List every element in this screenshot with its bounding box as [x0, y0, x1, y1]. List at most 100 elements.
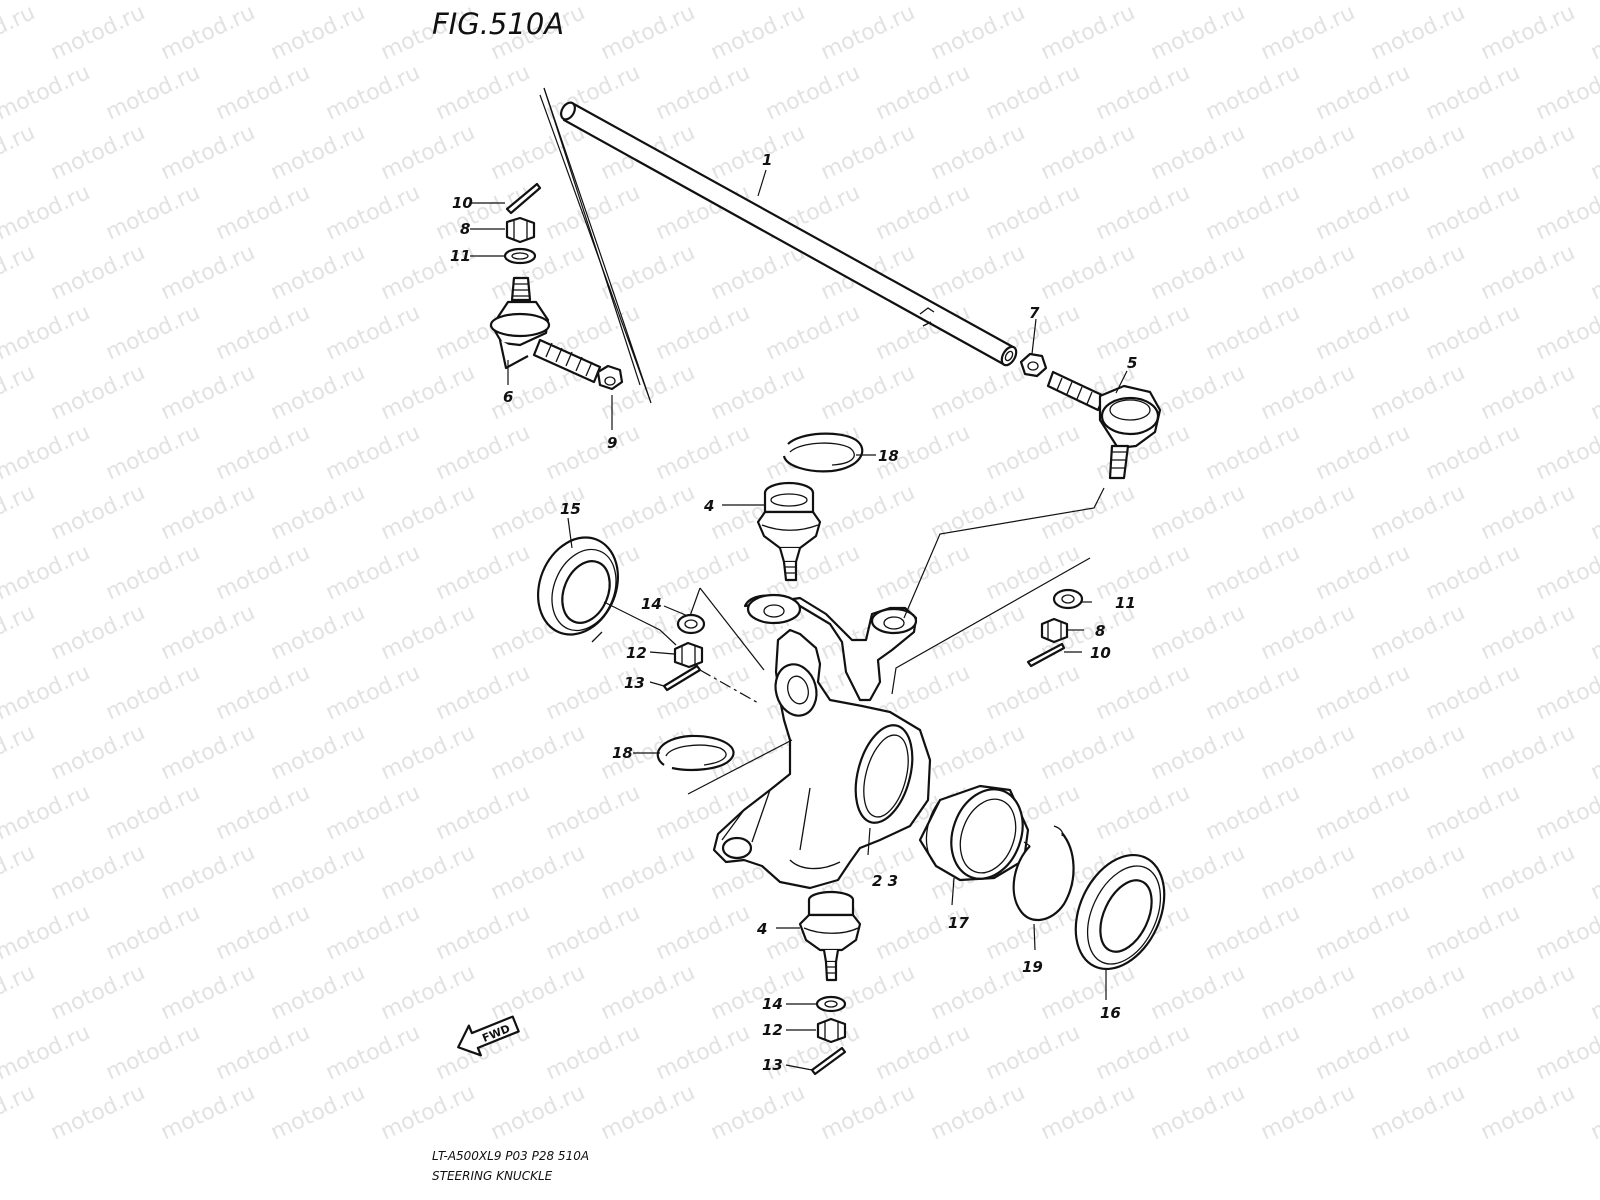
callout-19: 19	[1022, 958, 1043, 976]
watermark-text: motod.ru	[597, 0, 699, 65]
watermark-text: motod.ru	[432, 660, 534, 725]
watermark-text: motod.ru	[1367, 0, 1469, 65]
circlip-19	[1012, 832, 1075, 921]
watermark-text: motod.ru	[212, 420, 314, 485]
snap-ring-18	[656, 734, 735, 771]
watermark-text: motod.ru	[0, 1080, 39, 1145]
watermark-text: motod.ru	[322, 660, 424, 725]
watermark-text: motod.ru	[1532, 900, 1600, 965]
watermark-text: motod.ru	[817, 0, 919, 65]
watermark-text: motod.ru	[542, 0, 644, 5]
watermark-text: motod.ru	[0, 960, 39, 1025]
watermark-text: motod.ru	[597, 1080, 699, 1145]
watermark-text: motod.ru	[1092, 660, 1194, 725]
watermark-text: motod.ru	[1587, 360, 1600, 425]
watermark-text: motod.ru	[0, 600, 39, 665]
callout-12: 12	[626, 644, 647, 662]
callout-4: 4	[756, 920, 767, 938]
watermark-text: motod.ru	[652, 660, 754, 725]
watermark-text: motod.ru	[1532, 540, 1600, 605]
callout-1: 1	[762, 151, 772, 169]
watermark-text: motod.ru	[982, 420, 1084, 485]
callout-9: 9	[607, 434, 617, 452]
watermark-text: motod.ru	[0, 360, 39, 425]
watermark-text: motod.ru	[322, 420, 424, 485]
callout-10: 10	[1090, 644, 1111, 662]
watermark-text: motod.ru	[1367, 720, 1469, 785]
callout-6: 6	[503, 388, 513, 406]
watermark-text: motod.ru	[817, 1080, 919, 1145]
watermark-text: motod.ru	[1257, 0, 1359, 65]
tie-rod-end-right	[1046, 370, 1162, 480]
model-code: LT-A500XL9 P03 P28 510A	[432, 1149, 589, 1163]
watermark-text: motod.ru	[1257, 240, 1359, 305]
watermark-text: motod.ru	[597, 840, 699, 905]
watermark-text: motod.ru	[432, 780, 534, 845]
watermark-text: motod.ru	[982, 1020, 1084, 1085]
watermark-text: motod.ru	[872, 60, 974, 125]
callout-10: 10	[452, 194, 473, 212]
watermark-text: motod.ru	[0, 480, 39, 545]
watermark-text: motod.ru	[1257, 600, 1359, 665]
watermark-text: motod.ru	[1587, 720, 1600, 785]
watermark-text: motod.ru	[1092, 180, 1194, 245]
watermark-text: motod.ru	[1477, 0, 1579, 65]
watermark-text: motod.ru	[542, 1020, 644, 1085]
watermark-text: motod.ru	[267, 720, 369, 785]
watermark-text: motod.ru	[1532, 60, 1600, 125]
watermark-text: motod.ru	[377, 1080, 479, 1145]
section-title: STEERING KNUCKLE	[432, 1169, 553, 1183]
watermark-text: motod.ru	[487, 720, 589, 785]
watermark-text: motod.ru	[652, 900, 754, 965]
watermark-text: motod.ru	[102, 180, 204, 245]
cotter-pin-13	[810, 1046, 847, 1076]
watermark-text: motod.ru	[1587, 960, 1600, 1025]
watermark-text: motod.ru	[1092, 780, 1194, 845]
watermark-text: motod.ru	[212, 900, 314, 965]
watermark-text: motod.ru	[1532, 420, 1600, 485]
watermark-text: motod.ru	[1312, 660, 1414, 725]
watermark-text: motod.ru	[1147, 120, 1249, 185]
watermark-text: motod.ru	[1367, 960, 1469, 1025]
washer-11	[1052, 588, 1084, 610]
steering-knuckle	[712, 593, 932, 890]
callout-8: 8	[460, 220, 470, 238]
watermark-text: motod.ru	[1037, 960, 1139, 1025]
watermark-text: motod.ru	[1312, 1020, 1414, 1085]
watermark-text: motod.ru	[0, 660, 94, 725]
watermark-text: motod.ru	[927, 120, 1029, 185]
watermark-text: motod.ru	[927, 960, 1029, 1025]
watermark-text: motod.ru	[102, 660, 204, 725]
watermark-text: motod.ru	[1312, 900, 1414, 965]
watermark-text: motod.ru	[1092, 0, 1194, 5]
watermark-text: motod.ru	[157, 120, 259, 185]
figure-title: FIG.510A	[432, 7, 564, 41]
washer-11	[503, 247, 537, 265]
watermark-text: motod.ru	[542, 420, 644, 485]
watermark-text: motod.ru	[1477, 600, 1579, 665]
watermark-text: motod.ru	[1532, 180, 1600, 245]
watermark-text: motod.ru	[0, 240, 39, 305]
watermark-text: motod.ru	[762, 300, 864, 365]
watermark-text: motod.ru	[1147, 360, 1249, 425]
watermark-text: motod.ru	[377, 600, 479, 665]
watermark-text: motod.ru	[47, 600, 149, 665]
watermark-text: motod.ru	[322, 60, 424, 125]
watermark-text: motod.ru	[1367, 600, 1469, 665]
watermark-text: motod.ru	[652, 0, 754, 5]
watermark-text: motod.ru	[267, 840, 369, 905]
watermark-text: motod.ru	[322, 180, 424, 245]
callout-5: 5	[1127, 354, 1137, 372]
watermark-text: motod.ru	[1037, 1080, 1139, 1145]
watermark-text: motod.ru	[1367, 360, 1469, 425]
watermark-text: motod.ru	[1257, 720, 1359, 785]
watermark-text: motod.ru	[927, 720, 1029, 785]
watermark-text: motod.ru	[872, 900, 974, 965]
watermark-text: motod.ru	[47, 960, 149, 1025]
watermark-text: motod.ru	[817, 480, 919, 545]
watermark-text: motod.ru	[1257, 120, 1359, 185]
oil-seal-16	[1074, 853, 1166, 971]
watermark-text: motod.ru	[652, 300, 754, 365]
watermark-text: motod.ru	[1202, 780, 1304, 845]
